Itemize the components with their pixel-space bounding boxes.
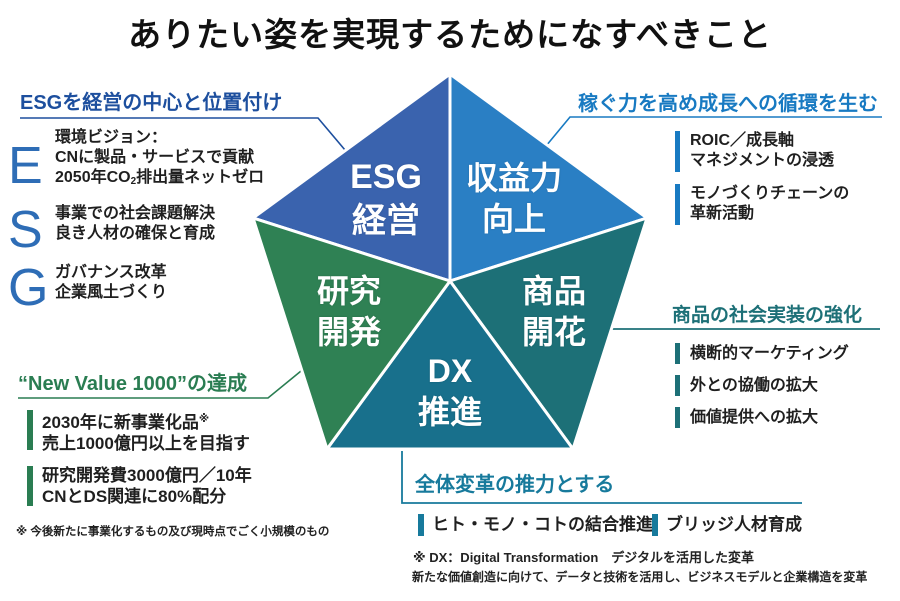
newvalue-section-heading: “New Value 1000”の達成 [18, 373, 247, 395]
page-title: ありたい姿を実現するためになすべきこと [128, 16, 772, 53]
dx-item-bar [652, 514, 658, 536]
connector-newvalue [18, 370, 302, 399]
dx-item-2: ブリッジ人材育成 [666, 515, 802, 534]
newvalue-item-1: 2030年に新事業化品※ 売上1000億円以上を目指す [42, 412, 250, 453]
label-research-development: 研究 開発 [316, 273, 382, 350]
dx-section-heading: 全体変革の推力とする [415, 474, 615, 496]
newvalue-item-bar [27, 466, 33, 506]
esg-letter-e: E [8, 137, 43, 195]
product-item-3: 価値提供への拡大 [690, 409, 819, 426]
dx-footnote-1: ※ DX：Digital Transformation デジタルを活用した変革 [413, 550, 755, 565]
connector-esg [20, 117, 346, 151]
product-item-2: 外との協働の拡大 [690, 377, 818, 394]
product-item-bar [675, 343, 680, 364]
dx-item-bar [418, 514, 424, 536]
esg-row-s-text: 事業での社会課題解決 良き人材の確保と育成 [55, 205, 216, 242]
esg-row-g-text: ガバナンス改革 企業風土づくり [55, 264, 168, 301]
product-item-bar [675, 407, 680, 428]
co2-line: 2050年CO2排出量ネットゼロ [55, 169, 265, 188]
profit-item-1: ROIC／成長軸 マネジメントの浸透 [690, 132, 835, 169]
esg-letter-s: S [8, 201, 43, 259]
co2-subscript: 2 [130, 176, 137, 188]
dx-footnote-2: 新たな価値創造に向けて、データと技術を活用し、ビジネスモデルと企業構造を変革 [412, 570, 868, 584]
product-section-heading: 商品の社会実装の強化 [672, 305, 863, 326]
profit-item-2: モノづくりチェーンの 革新活動 [690, 185, 850, 222]
newvalue-item-bar [27, 410, 33, 450]
connector-dx [401, 451, 802, 504]
label-product-bloom: 商品 開花 [521, 273, 587, 350]
asterisk-mark: ※ [198, 413, 210, 425]
label-dx-promotion: DX 推進 [417, 353, 483, 430]
connector-profit [545, 116, 882, 147]
dx-item-1: ヒト・モノ・コトの結合推進 [432, 515, 653, 534]
profit-section-heading: 稼ぐ力を高め成長への循環を生む [578, 93, 878, 115]
newvalue-item-2: 研究開発費3000億円／10年 CNとDS関連に80%配分 [42, 466, 252, 506]
esg-row-e-text: 環境ビジョン： CNに製品・サービスで貢献 2050年CO2排出量ネットゼロ [55, 128, 264, 192]
profit-item-bar [675, 131, 680, 172]
label-profit-improvement: 収益力 向上 [465, 160, 563, 237]
newvalue-footnote: ※ 今後新たに事業化するもの及び現時点でごく小規模のもの [16, 526, 330, 538]
esg-letter-g: G [8, 259, 49, 317]
sector-research-development [251, 216, 452, 451]
label-esg-management: ESG 経営 [350, 158, 422, 240]
product-item-1: 横断的マーケティング [690, 345, 849, 362]
esg-section-heading: ESGを経営の中心と位置付け [20, 92, 283, 114]
profit-item-bar [675, 184, 680, 225]
product-item-bar [675, 375, 680, 396]
